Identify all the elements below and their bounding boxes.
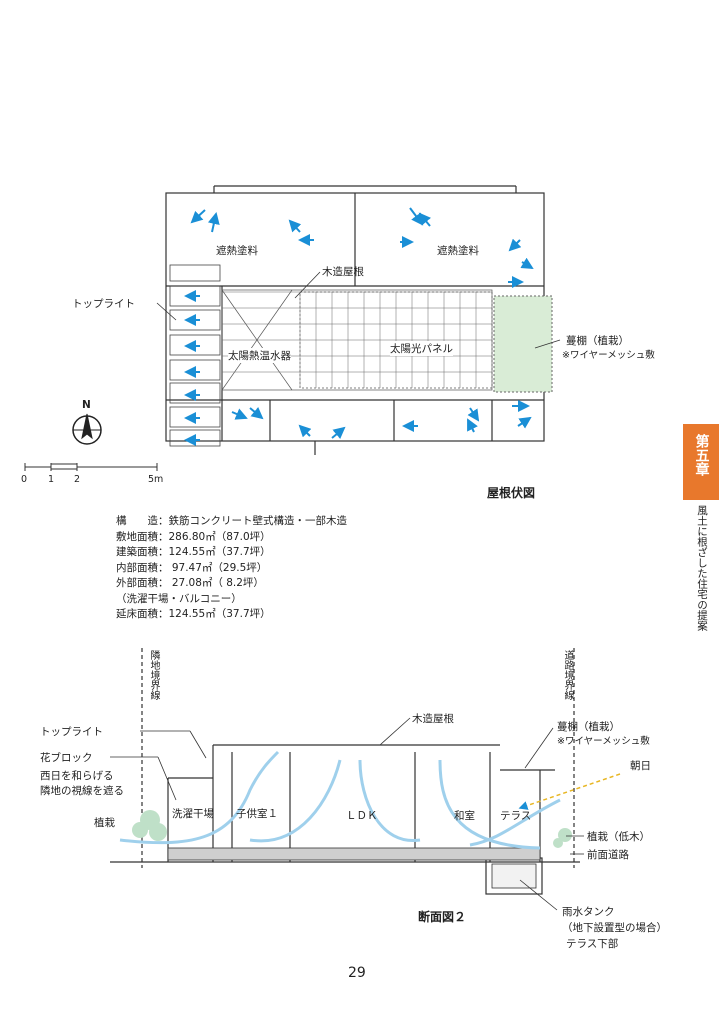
low-planting-label: 植栽（低木）	[587, 831, 650, 843]
chapter-subtitle: 風土に根ざした住宅の提案	[696, 505, 708, 631]
scale-tick-2: 2	[74, 474, 81, 485]
flower-block-note-2: 隣地の視線を遮る	[40, 785, 124, 797]
rain-tank-label: 雨水タンク	[562, 906, 615, 918]
morning-sun-label: 朝日	[630, 760, 651, 772]
chapter-tab: 第五章	[683, 424, 719, 500]
solar-heater-label: 太陽熱温水器	[228, 348, 291, 363]
spec-line: 外部面積： 27.08㎡（ 8.2坪）	[116, 577, 264, 589]
pergola-label: 蔓棚（植栽）	[566, 335, 629, 347]
flower-block-label: 花ブロック	[40, 752, 93, 764]
heat-paint-left-label: 遮熱塗料	[216, 245, 258, 257]
solar-panel-label: 太陽光パネル	[390, 341, 453, 356]
scale-tick-5m: 5m	[148, 474, 164, 485]
neighbor-boundary-label: 隣地境界線	[148, 650, 159, 700]
north-arrow	[72, 413, 102, 445]
heat-paint-right-label: 遮熱塗料	[437, 245, 479, 257]
japanese-room-label: 和室	[454, 810, 475, 822]
kids-room-label: 子供室１	[236, 808, 278, 820]
chapter-tab-label: 第五章	[693, 434, 710, 476]
section-pergola-note: ※ワイヤーメッシュ敷	[557, 736, 650, 747]
toplight-label: トップライト	[72, 298, 135, 310]
roof-plan-title: 屋根伏図	[487, 486, 536, 500]
spec-line: 敷地面積：286.80㎡（87.0坪）	[116, 530, 271, 543]
front-road-label: 前面道路	[587, 849, 629, 861]
rain-tank-note: （地下設置型の場合）	[562, 922, 667, 934]
scale-tick-0: 0	[21, 474, 28, 485]
north-label: N	[82, 399, 91, 411]
flower-block-note-1: 西日を和らげる	[40, 770, 114, 782]
section-title: 断面図２	[418, 910, 467, 924]
rain-tank-location: テラス下部	[566, 938, 619, 950]
section-toplight-label: トップライト	[40, 726, 103, 738]
scale-tick-1: 1	[48, 474, 55, 485]
ldk-label: ＬＤＫ	[346, 810, 378, 822]
spec-line: 延床面積：124.55㎡（37.7坪）	[116, 608, 271, 620]
planting-label: 植栽	[94, 817, 115, 829]
spec-line: 建築面積：124.55㎡（37.7坪）	[116, 546, 271, 558]
page-number: 29	[348, 965, 366, 981]
wood-roof-label: 木造屋根	[322, 266, 364, 278]
section-pergola-label: 蔓棚（植栽）	[557, 721, 620, 733]
planting-left	[132, 810, 167, 841]
road-boundary-label: 道路境界線	[562, 650, 573, 700]
scale-bar	[24, 463, 158, 471]
spec-line: 内部面積： 97.47㎡（29.5坪）	[116, 561, 268, 574]
spec-line: （洗濯干場・バルコニー）	[116, 592, 242, 605]
spec-line: 構 造：鉄筋コンクリート壁式構造・一部木造	[116, 515, 347, 527]
wind-flow	[119, 750, 561, 850]
planting-right	[553, 828, 572, 848]
section-wood-roof-label: 木造屋根	[412, 713, 454, 725]
terrace-label: テラス	[500, 810, 532, 822]
wind-arrows	[184, 207, 534, 446]
building-specs: 構 造：鉄筋コンクリート壁式構造・一部木造 敷地面積：286.80㎡（87.0坪…	[116, 514, 347, 623]
laundry-area-label: 洗濯干場	[172, 808, 214, 820]
pergola-note: ※ワイヤーメッシュ敷	[562, 350, 655, 361]
